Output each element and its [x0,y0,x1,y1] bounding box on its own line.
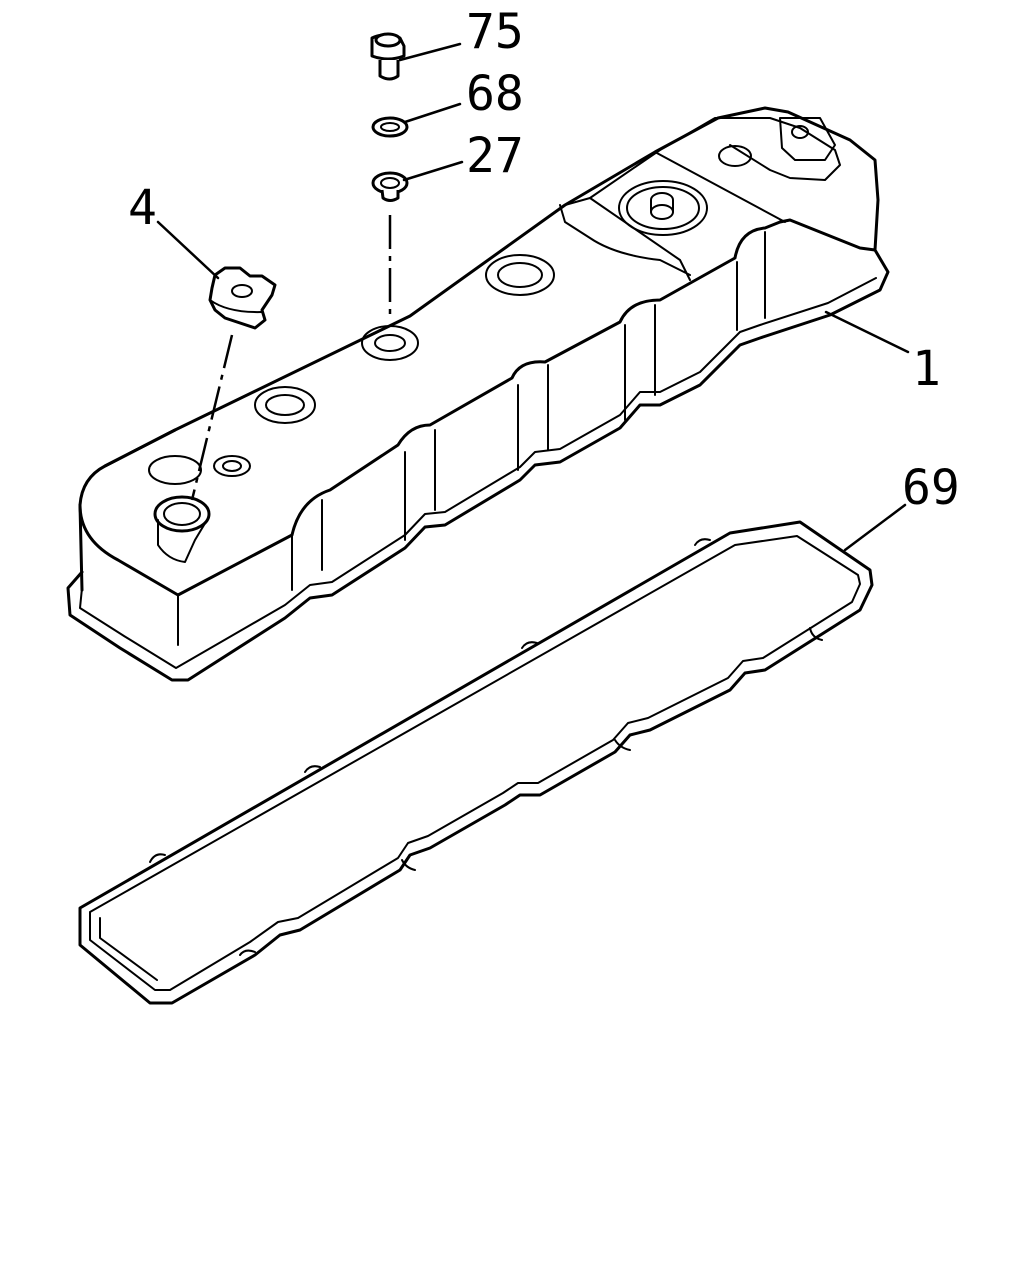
cover-top-holes [148,117,836,485]
cover-top-front-edge [103,106,880,468]
cover-flange-outer [66,248,890,682]
washer[interactable] [371,116,409,138]
cap-centerline [190,334,234,501]
cover-top-ridge [559,151,786,281]
callout-cylinder-head-cover: 1 [912,341,941,397]
gasket-inner-edge [99,917,158,981]
gasket-inner [89,535,861,991]
gasket-outer [78,520,874,1005]
callout-grommet: 27 [466,128,524,184]
cover-body-lower-edge [78,220,782,597]
gasket-tabs [149,538,823,956]
callout-cover-gasket: 69 [902,460,960,516]
cover-front-face [177,231,766,646]
oil-filler-cap[interactable] [208,266,277,330]
callout-washer: 68 [466,66,524,122]
cover-raised-boss [589,117,841,199]
callout-bolt: 75 [466,4,524,60]
cover-flange-inner [79,277,877,669]
grommet[interactable] [371,171,409,202]
callout-oil-filler-cap: 4 [128,180,157,236]
bolt[interactable] [370,32,406,81]
oil-filler-neck [153,495,211,563]
cylinder-head-cover[interactable] [66,106,890,682]
cover-gasket[interactable] [78,520,874,1005]
leader-lines [156,42,910,552]
